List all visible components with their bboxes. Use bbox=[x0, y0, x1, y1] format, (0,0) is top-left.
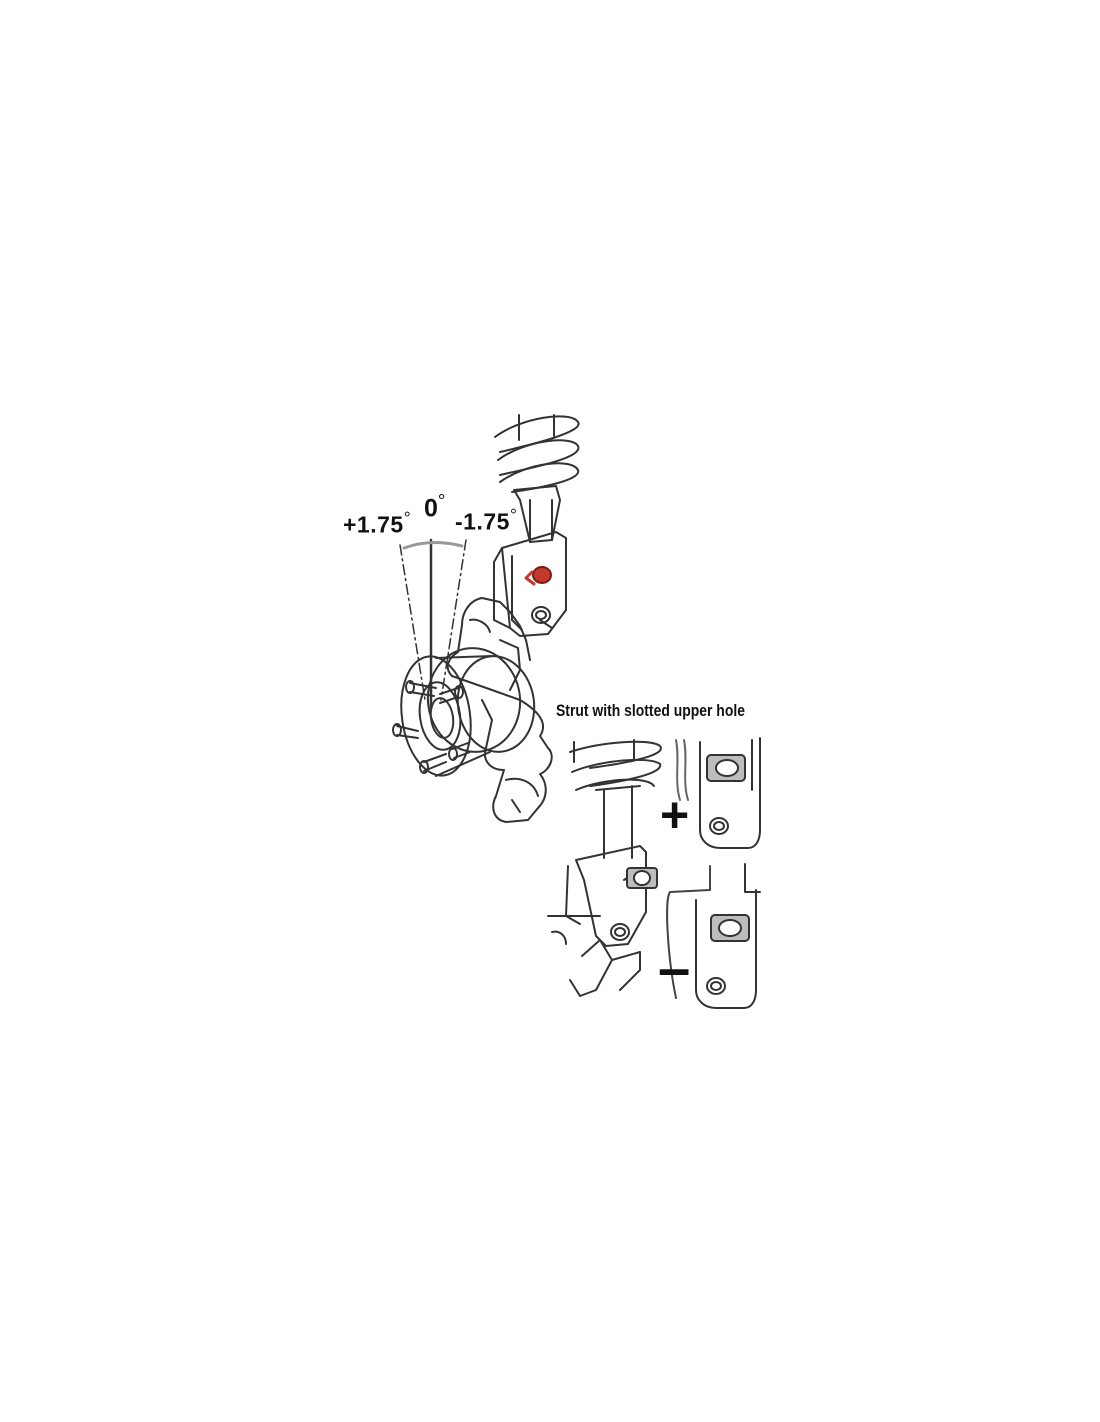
negative-camber-value: -1.75 bbox=[455, 508, 510, 535]
detail-plus-bracket bbox=[675, 737, 761, 849]
coil-spring bbox=[494, 414, 580, 493]
camber-axis-lines bbox=[399, 538, 467, 710]
zero-camber-value: 0 bbox=[424, 494, 438, 523]
degree-symbol: ° bbox=[509, 505, 518, 525]
positive-camber-label: +1.75° bbox=[343, 508, 411, 539]
plus-sign: + bbox=[660, 787, 690, 843]
lower-bolt bbox=[531, 606, 551, 624]
negative-camber-label: -1.75° bbox=[455, 505, 517, 536]
detail-strut bbox=[547, 739, 662, 997]
wheel-hub bbox=[400, 647, 536, 777]
positive-camber-value: +1.75 bbox=[343, 511, 404, 538]
detail-caption: Strut with slotted upper hole bbox=[556, 701, 745, 720]
degree-symbol: ° bbox=[437, 490, 446, 511]
minus-sign: – bbox=[658, 936, 691, 1001]
zero-camber-label: 0° bbox=[424, 490, 445, 523]
degree-symbol: ° bbox=[403, 508, 412, 528]
upper-bolt-highlighted bbox=[524, 566, 552, 586]
strut-bracket bbox=[493, 531, 567, 637]
steering-knuckle bbox=[446, 597, 553, 823]
detail-minus-bracket bbox=[666, 863, 761, 1009]
